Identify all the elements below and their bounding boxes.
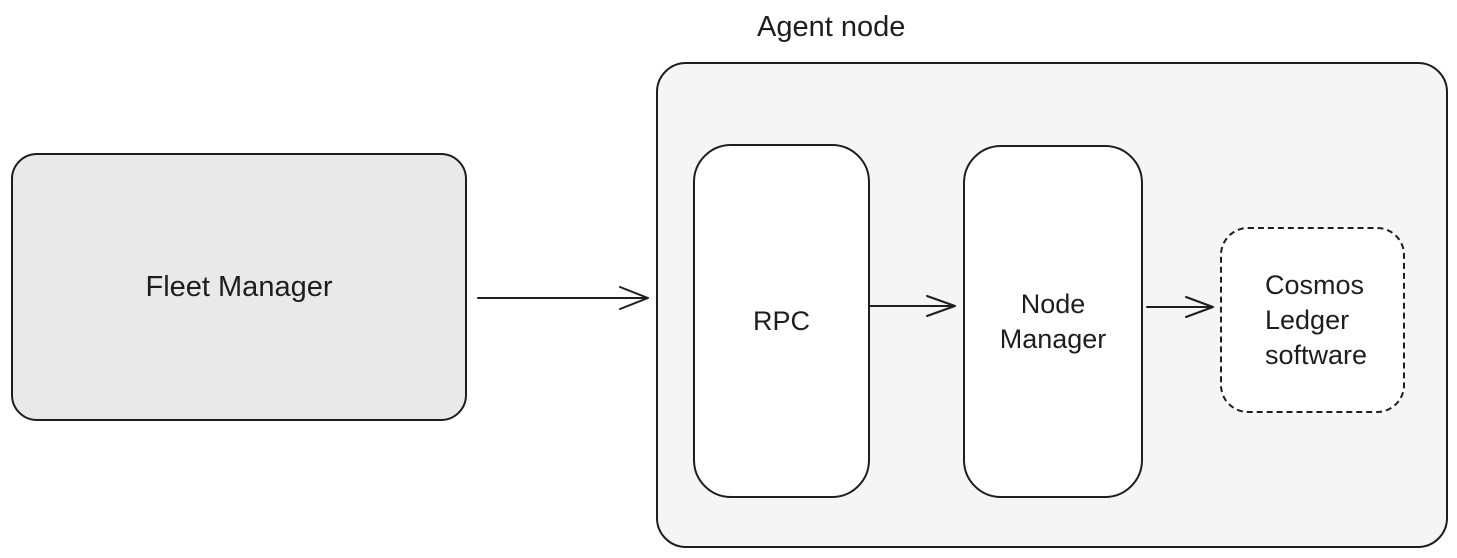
agent-node-title: Agent node (757, 11, 906, 43)
cosmos-ledger-software-label: Cosmos Ledger software (1265, 269, 1368, 370)
node-cosmos-ledger-software: Cosmos Ledger software (1220, 227, 1405, 413)
fleet-manager-label: Fleet Manager (145, 270, 333, 303)
node-rpc: RPC (693, 144, 870, 498)
rpc-label: RPC (752, 305, 810, 336)
node-manager-label: Node Manager (999, 288, 1107, 354)
arrow-fleet-manager-to-agent-node (477, 286, 649, 310)
node-fleet-manager: Fleet Manager (11, 153, 467, 421)
node-node-manager: Node Manager (963, 145, 1143, 498)
